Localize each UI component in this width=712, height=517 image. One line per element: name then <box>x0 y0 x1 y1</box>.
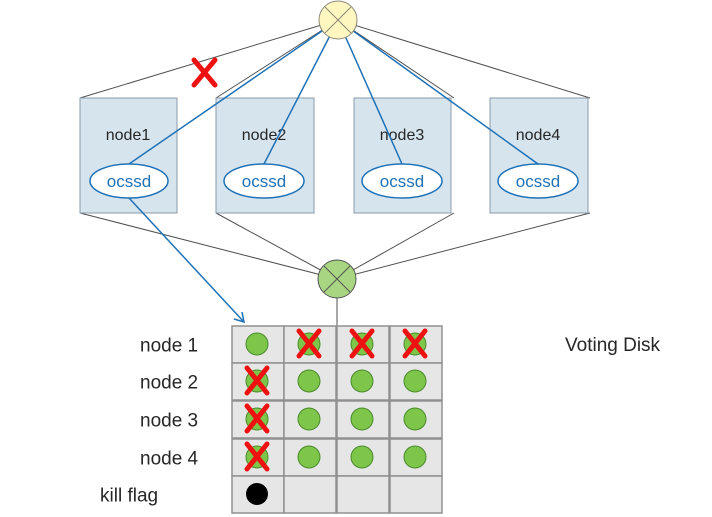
node-box-4: node4 ocssd <box>489 97 589 214</box>
storage-link <box>215 212 338 280</box>
fail-mark <box>402 328 428 359</box>
node-label: node2 <box>242 127 287 144</box>
heartbeat-status-dot <box>350 369 374 393</box>
ocssd-label: ocssd <box>107 172 151 191</box>
heartbeat-status-dot <box>403 369 427 393</box>
network-link <box>215 19 339 99</box>
heartbeat-status-dot <box>297 445 321 469</box>
ocssd-label: ocssd <box>380 172 424 191</box>
voting-disk-row-labels: node 1 node 2 node 3 node 4 kill flag <box>100 336 199 507</box>
network-link <box>337 19 591 99</box>
voting-disk-cell <box>336 475 390 514</box>
heartbeat-link <box>128 19 339 165</box>
write-kill-arrow <box>128 197 245 324</box>
node-box-3: node3 ocssd <box>353 97 452 214</box>
voting-disk-cell <box>389 362 443 401</box>
network-link <box>79 19 339 99</box>
heartbeat-status-dot <box>350 445 374 469</box>
fail-mark <box>296 328 322 359</box>
heartbeat-status-dot <box>350 407 374 431</box>
storage-link <box>336 212 591 280</box>
node-label: node1 <box>106 127 151 144</box>
voting-disk-cell <box>283 475 337 514</box>
heartbeat-links <box>128 19 539 165</box>
heartbeat-status-dot <box>297 407 321 431</box>
ocssd-label: ocssd <box>242 172 286 191</box>
storage-link <box>336 212 455 280</box>
ocssd-label: ocssd <box>516 172 560 191</box>
heartbeat-status-dot <box>403 445 427 469</box>
fail-mark <box>244 441 270 472</box>
voting-disk-row-label: node 2 <box>140 373 198 394</box>
voting-disk-cell <box>389 475 443 514</box>
voting-disk-row-label: node 3 <box>140 411 198 432</box>
storage-link <box>79 212 338 280</box>
fail-mark <box>244 403 270 434</box>
voting-disk-title: Voting Disk <box>565 335 661 356</box>
node-box-1: node1 ocssd <box>79 97 178 214</box>
fail-mark <box>244 365 270 396</box>
network-failure-mark <box>191 57 218 88</box>
fail-mark <box>349 328 375 359</box>
heartbeat-status-dot <box>403 407 427 431</box>
heartbeat-link <box>263 19 339 165</box>
heartbeat-status-dot <box>297 369 321 393</box>
storage-hub <box>317 259 357 299</box>
storage-links <box>79 212 591 326</box>
network-hub <box>318 0 358 40</box>
heartbeat-link <box>337 19 539 165</box>
heartbeat-status-dot <box>245 332 269 356</box>
kill-flag-label: kill flag <box>100 486 158 507</box>
node-box-2: node2 ocssd <box>215 97 315 214</box>
kill-flag-dot <box>246 483 268 505</box>
node-label: node4 <box>516 127 561 144</box>
voting-disk-row-label: node 1 <box>140 336 198 357</box>
voting-disk-row-label: node 4 <box>140 449 199 470</box>
heartbeat-link <box>337 19 403 165</box>
voting-disk-grid <box>231 325 443 514</box>
